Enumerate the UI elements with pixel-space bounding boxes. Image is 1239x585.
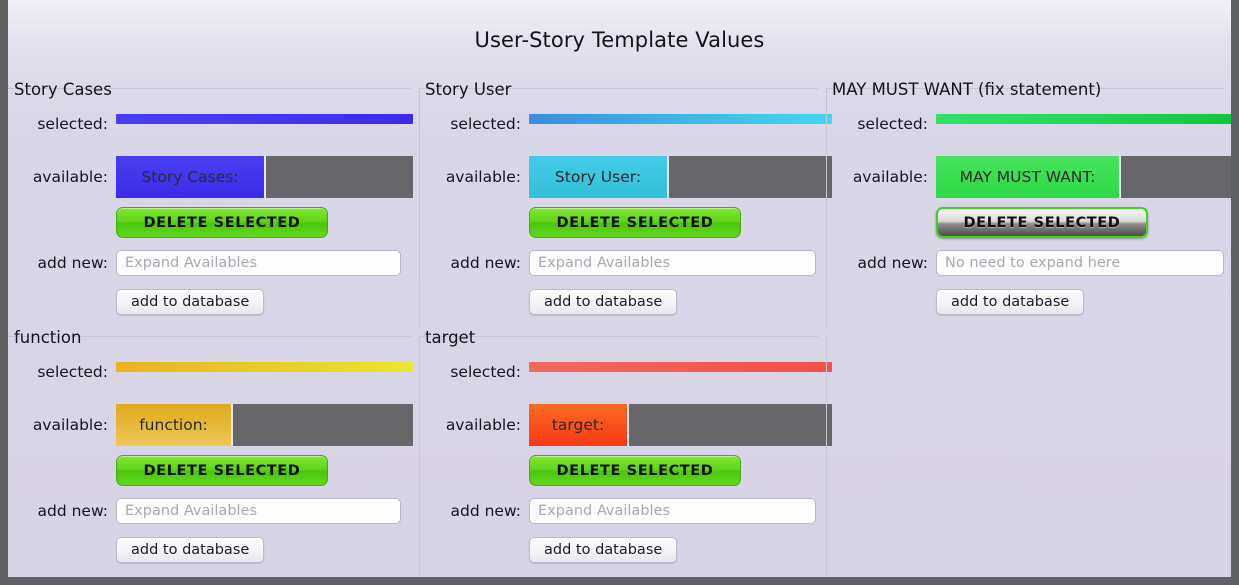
group-empty-slot [826,328,1231,576]
available-swatch: MAY MUST WANT: [936,156,1121,198]
available-combo[interactable]: target: [529,404,832,446]
add-new-label: add new: [37,254,108,272]
available-label: available: [32,416,108,434]
add-new-label: add new: [37,502,108,520]
selected-color-bar[interactable] [529,362,832,372]
selected-label: selected: [37,363,108,381]
selected-color-bar[interactable] [529,114,832,124]
available-combo[interactable]: function: [116,404,413,446]
group-may-must-want: MAY MUST WANT (fix statement) selected: … [826,80,1231,328]
selected-row: selected: [419,114,832,134]
add-new-row: add new: [826,250,1231,276]
available-combo[interactable]: MAY MUST WANT: [936,156,1231,198]
group-frame-top [8,336,411,337]
groups-grid: Story Cases selected: available: Story C… [8,80,1231,576]
selected-label: selected: [857,115,928,133]
available-row: available: MAY MUST WANT: [826,156,1231,198]
add-to-database-button[interactable]: add to database [936,289,1085,315]
selected-color-bar[interactable] [116,362,413,372]
selected-row: selected: [8,362,419,382]
group-row-1: Story Cases selected: available: Story C… [8,80,1231,328]
selected-label: selected: [37,115,108,133]
add-new-input[interactable] [116,250,401,276]
selected-color-bar[interactable] [936,114,1231,124]
page-title: User-Story Template Values [474,28,765,52]
group-frame-top [419,336,818,337]
group-target: target selected: available: target: DELE… [419,328,832,576]
available-swatch: function: [116,404,233,446]
delete-selected-button[interactable]: DELETE SELECTED [529,207,741,238]
group-title: function [14,328,82,347]
available-swatch: target: [529,404,629,446]
add-new-row: add new: [419,498,826,524]
group-title: Story Cases [14,80,112,99]
group-frame-left [419,88,420,328]
add-new-label: add new: [450,254,521,272]
available-combo[interactable]: Story User: [529,156,832,198]
group-frame-left [826,88,827,328]
available-row: available: Story Cases: [8,156,419,198]
group-frame-top [8,88,411,89]
selected-row: selected: [419,362,832,382]
delete-selected-button[interactable]: DELETE SELECTED [116,207,328,238]
add-new-input[interactable] [936,250,1224,276]
group-frame-top [419,88,818,89]
add-new-label: add new: [450,502,521,520]
group-frame-top [826,88,1223,89]
available-label: available: [445,168,521,186]
group-frame-left [419,336,420,576]
group-title: target [425,328,476,347]
app-window: User-Story Template Values Story Cases s… [8,0,1231,577]
group-frame-left [826,336,827,576]
available-swatch: Story User: [529,156,669,198]
group-title: Story User [425,80,512,99]
available-label: available: [445,416,521,434]
selected-label: selected: [450,115,521,133]
add-new-input[interactable] [529,250,816,276]
available-row: available: Story User: [419,156,832,198]
add-new-row: add new: [419,250,826,276]
group-function: function selected: available: function: … [8,328,419,576]
add-to-database-button[interactable]: add to database [529,537,678,563]
available-combo[interactable]: Story Cases: [116,156,413,198]
selected-row: selected: [8,114,419,134]
delete-selected-button[interactable]: DELETE SELECTED [116,455,328,486]
delete-selected-button[interactable]: DELETE SELECTED [529,455,741,486]
selected-color-bar[interactable] [116,114,413,124]
available-row: available: target: [419,404,832,446]
available-label: available: [852,168,928,186]
available-swatch: Story Cases: [116,156,266,198]
delete-selected-button[interactable]: DELETE SELECTED [936,207,1148,238]
group-row-2: function selected: available: function: … [8,328,1231,576]
group-story-cases: Story Cases selected: available: Story C… [8,80,419,328]
group-story-user: Story User selected: available: Story Us… [419,80,832,328]
available-row: available: function: [8,404,419,446]
group-title: MAY MUST WANT (fix statement) [832,80,1102,99]
add-to-database-button[interactable]: add to database [116,289,265,315]
add-new-row: add new: [8,498,419,524]
add-new-input[interactable] [116,498,401,524]
available-label: available: [32,168,108,186]
add-new-row: add new: [8,250,419,276]
selected-row: selected: [826,114,1231,134]
add-new-label: add new: [857,254,928,272]
selected-label: selected: [450,363,521,381]
add-new-input[interactable] [529,498,816,524]
add-to-database-button[interactable]: add to database [529,289,678,315]
add-to-database-button[interactable]: add to database [116,537,265,563]
